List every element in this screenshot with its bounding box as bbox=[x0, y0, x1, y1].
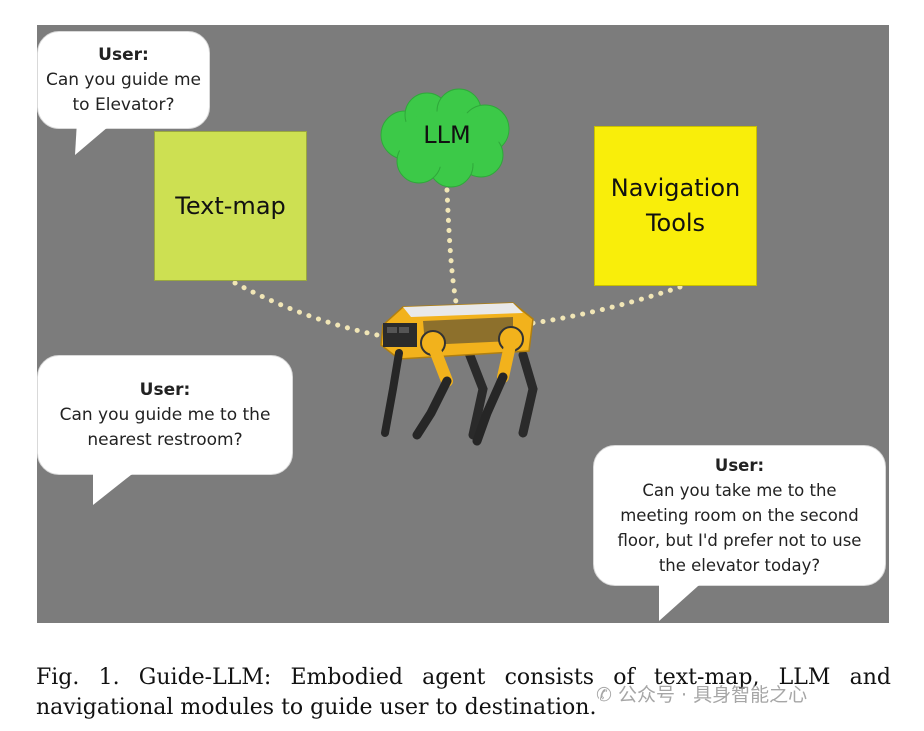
watermark-text: 公众号 · 具身智能之心 bbox=[617, 684, 808, 706]
llm-module: LLM bbox=[373, 115, 521, 155]
bubble-speaker: User: bbox=[98, 44, 149, 65]
figure-caption: Fig. 1. Guide-LLM: Embodied agent consis… bbox=[36, 663, 891, 723]
bubble-line: Can you guide me to the bbox=[59, 404, 271, 425]
connector-textmap bbox=[232, 280, 385, 339]
user-bubble-elevator: User: Can you guide me to Elevator? bbox=[37, 31, 210, 129]
bubble-tail bbox=[659, 578, 707, 621]
wechat-icon: ✆ bbox=[596, 684, 612, 706]
user-bubble-meeting-room: User: Can you take me to the meeting roo… bbox=[593, 445, 886, 586]
caption-line1: Fig. 1. Guide-LLM: Embodied agent consis… bbox=[36, 665, 891, 690]
bubble-tail bbox=[75, 121, 115, 155]
bubble-line: Can you take me to the bbox=[642, 481, 837, 500]
navigation-label-line1: Navigation bbox=[610, 174, 741, 202]
llm-cloud-icon bbox=[380, 88, 510, 188]
caption-line2: navigational modules to guide user to de… bbox=[36, 695, 597, 720]
navigation-tools-module: Navigation Tools bbox=[594, 126, 757, 286]
bubble-line: to Elevator? bbox=[72, 94, 175, 115]
bubble-speaker: User: bbox=[139, 379, 191, 400]
user-bubble-restroom: User: Can you guide me to the nearest re… bbox=[37, 355, 293, 475]
robot-dog-image bbox=[380, 302, 538, 446]
text-map-label: Text-map bbox=[175, 192, 286, 220]
text-map-module: Text-map bbox=[154, 131, 307, 281]
navigation-label-line2: Tools bbox=[645, 209, 706, 237]
bubble-speaker: User: bbox=[714, 456, 765, 475]
connector-lines bbox=[232, 187, 683, 339]
llm-label: LLM bbox=[423, 121, 471, 149]
watermark: ✆ 公众号 · 具身智能之心 bbox=[596, 680, 807, 707]
bubble-line: Can you guide me bbox=[45, 69, 202, 90]
bubble-line: nearest restroom? bbox=[87, 429, 243, 450]
bubble-tail bbox=[93, 467, 141, 505]
connector-navigation bbox=[516, 284, 683, 328]
bubble-line: meeting room on the second bbox=[620, 506, 859, 525]
bubble-line: floor, but I'd prefer not to use bbox=[617, 531, 862, 550]
figure-panel: User: Can you guide me to Elevator? User… bbox=[37, 25, 889, 623]
bubble-line: the elevator today? bbox=[658, 556, 821, 575]
connector-llm bbox=[444, 187, 460, 311]
